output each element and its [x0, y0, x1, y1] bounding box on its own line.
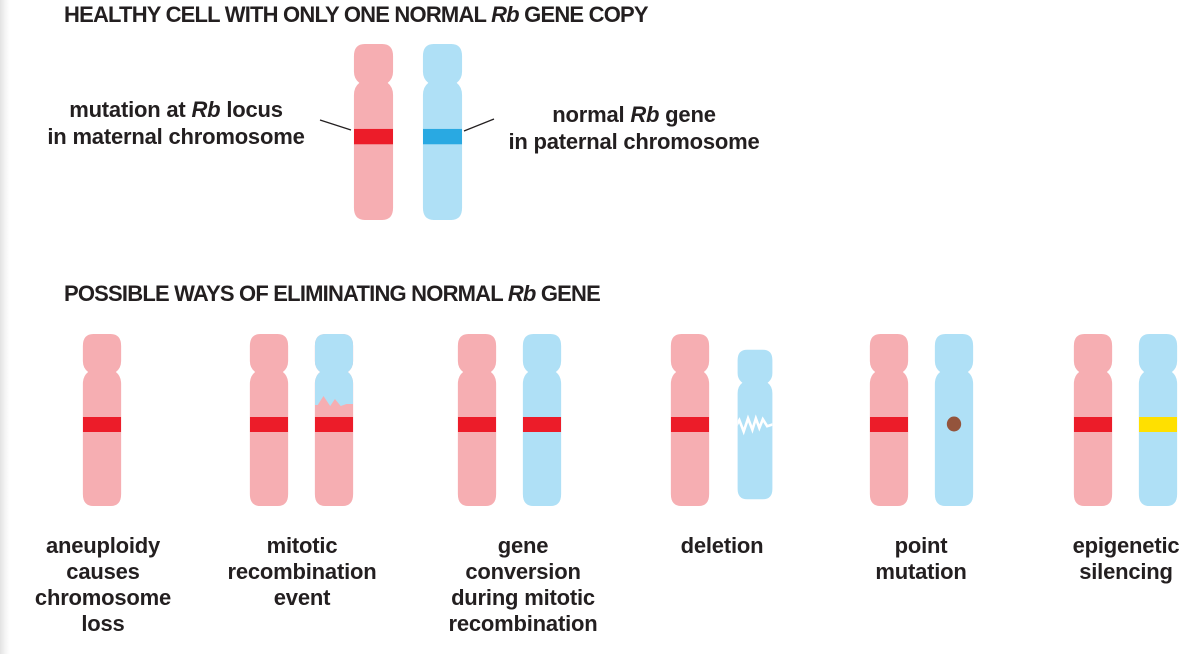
- maternal-mutant-chromosome-svg: [1073, 334, 1113, 506]
- label-line: event: [273, 585, 331, 610]
- gene-conversion-maternal-chromosome: [455, 332, 499, 508]
- bottom-title-pre: POSSIBLE WAYS OF ELIMINATING NORMAL: [64, 281, 508, 306]
- deletion-paternal-chromosome: [735, 348, 775, 501]
- mitotic-recombination-paternal-chromosome: [312, 332, 356, 508]
- deletion-maternal-chromosome: [668, 332, 712, 508]
- maternal-mutant-chromosome-svg: [353, 44, 394, 220]
- top-title-gene-italic: Rb: [491, 2, 520, 27]
- bottom-section-title: POSSIBLE WAYS OF ELIMINATING NORMAL Rb G…: [64, 281, 601, 307]
- label-line: aneuploidy: [45, 533, 161, 558]
- page-edge-shade: [0, 0, 10, 654]
- maternal-mutant-chromosome-svg: [82, 334, 122, 506]
- point-mutant-chromosome-svg: [934, 334, 974, 506]
- recombinant-chromosome-svg: [314, 334, 354, 506]
- maternal-annotation: mutation at Rb locus in maternal chromos…: [26, 96, 326, 150]
- label-line: chromosome: [34, 585, 172, 610]
- gene-conversion-paternal-chromosome: [520, 332, 564, 508]
- bottom-title-gene-italic: Rb: [507, 281, 537, 306]
- aneuploidy-maternal-chromosome: [80, 332, 124, 508]
- label-line: during mitotic: [451, 585, 595, 610]
- gene-converted-chromosome-svg: [522, 334, 562, 506]
- bottom-title-post: GENE: [535, 281, 601, 306]
- paternal-chromosome: [420, 42, 465, 222]
- paternal-leader-line: [463, 118, 495, 132]
- paternal-annotation: normal Rb gene in paternal chromosome: [494, 101, 774, 155]
- maternal-mutant-chromosome-svg: [249, 334, 289, 506]
- maternal-annotation-line2: in maternal chromosome: [47, 124, 305, 149]
- top-section-title: HEALTHY CELL WITH ONLY ONE NORMAL Rb GEN…: [64, 2, 649, 28]
- maternal-annotation-line1: mutation at Rb locus: [69, 97, 283, 122]
- paternal-normal-chromosome-svg: [422, 44, 463, 220]
- epigenetic-silencing-maternal-chromosome: [1071, 332, 1115, 508]
- maternal-mutant-chromosome-svg: [457, 334, 497, 506]
- top-title-pre: HEALTHY CELL WITH ONLY ONE NORMAL: [64, 2, 492, 27]
- maternal-chromosome: [351, 42, 396, 222]
- label-line: point: [894, 533, 948, 558]
- label-line: silencing: [1079, 559, 1173, 584]
- point-mutation-paternal-chromosome: [932, 332, 976, 508]
- epigenetic-silencing-paternal-chromosome: [1136, 332, 1180, 508]
- paternal-annotation-line1: normal Rb gene: [552, 102, 716, 127]
- maternal-mutant-chromosome-svg: [670, 334, 710, 506]
- point-mutation-maternal-chromosome: [867, 332, 911, 508]
- label-line: epigenetic: [1072, 533, 1180, 558]
- label-line: deletion: [680, 533, 764, 558]
- label-line: recombination: [227, 559, 377, 584]
- label-line: recombination: [448, 611, 598, 636]
- label-deletion: deletion: [612, 533, 832, 559]
- label-line: conversion: [465, 559, 581, 584]
- paternal-annotation-line2: in paternal chromosome: [508, 129, 760, 154]
- label-line: loss: [81, 611, 125, 636]
- label-line: gene: [497, 533, 549, 558]
- silenced-chromosome-svg: [1138, 334, 1178, 506]
- mitotic-recombination-maternal-chromosome: [247, 332, 291, 508]
- maternal-mutant-chromosome-svg: [869, 334, 909, 506]
- deleted-chromosome-svg: [737, 349, 773, 500]
- label-line: mutation: [875, 559, 967, 584]
- top-title-post: GENE COPY: [518, 2, 648, 27]
- label-line: causes: [66, 559, 140, 584]
- label-line: mitotic: [266, 533, 338, 558]
